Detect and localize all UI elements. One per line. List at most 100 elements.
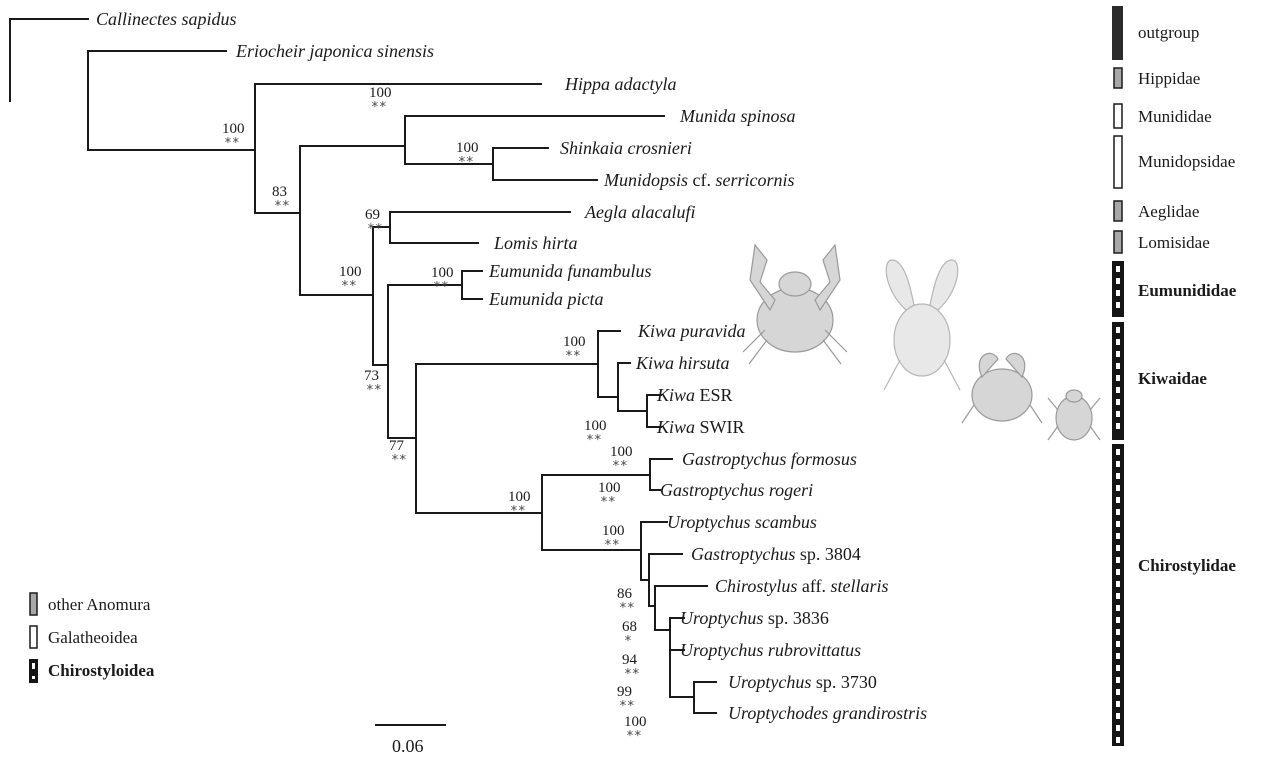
node-support-value: 100 <box>624 714 647 730</box>
taxon-label: Kiwa puravida <box>637 321 746 341</box>
family-label-hippidae: Hippidae <box>1138 69 1200 88</box>
bar-dash <box>1116 423 1120 429</box>
bar-dash <box>1116 737 1120 743</box>
node-support-value: 100 <box>222 121 245 137</box>
node-posterior-stars: ** <box>586 433 602 448</box>
bar-dash <box>1116 266 1120 272</box>
bar-dash <box>1116 701 1120 707</box>
bar-dash <box>1116 581 1120 587</box>
node-posterior-stars: ** <box>600 495 616 510</box>
taxon-label: Shinkaia crosnieri <box>560 138 692 158</box>
node-posterior-stars: ** <box>510 504 526 519</box>
node-posterior-stars: ** <box>433 280 449 295</box>
crab-icon <box>962 353 1042 423</box>
bar-dash <box>1116 399 1120 405</box>
taxon-label: Uroptychus rubrovittatus <box>680 640 861 660</box>
node-support-value: 94 <box>622 652 638 668</box>
node-posterior-stars: ** <box>367 222 383 237</box>
bar-dash <box>1116 569 1120 575</box>
family-bar-munididae <box>1114 104 1122 128</box>
legend-swatch-chirostyloidea <box>29 659 38 683</box>
family-label-lomisidae: Lomisidae <box>1138 233 1210 252</box>
node-support-values: 100**83**100**100**100**69**100**73**77*… <box>222 85 647 744</box>
node-posterior-stars: * <box>624 634 632 649</box>
taxon-label: Uroptychus scambus <box>667 512 817 532</box>
scale-bar-label: 0.06 <box>392 736 424 756</box>
family-bar-munidopsidae <box>1114 136 1122 188</box>
bar-dash <box>1116 617 1120 623</box>
taxon-label: Gastroptychus rogeri <box>660 480 813 500</box>
bar-dash <box>1116 665 1120 671</box>
bar-dash <box>1116 533 1120 539</box>
legend: other Anomura Galatheoidea Chirostyloide… <box>29 593 155 683</box>
family-label-kiwaidae: Kiwaidae <box>1138 369 1207 388</box>
node-support-value: 100 <box>508 489 531 505</box>
node-support-value: 86 <box>617 586 633 602</box>
bar-dash <box>1116 509 1120 515</box>
squat-lobster-icon <box>743 245 847 364</box>
bar-dash <box>1116 411 1120 417</box>
bar-dash <box>1116 689 1120 695</box>
node-support-value: 99 <box>617 684 632 700</box>
node-support-value: 83 <box>272 184 287 200</box>
bar-dash <box>1116 290 1120 296</box>
taxon-label: Eumunida picta <box>488 289 604 309</box>
legend-label-galatheoidea: Galatheoidea <box>48 628 138 647</box>
taxon-label: Callinectes sapidus <box>96 9 237 29</box>
family-bar-aeglidae <box>1114 201 1122 221</box>
bar-dash <box>1116 557 1120 563</box>
node-posterior-stars: ** <box>612 459 628 474</box>
taxon-label: Eumunida funambulus <box>488 261 652 281</box>
bar-dash <box>1116 449 1120 455</box>
legend-label-other-anomura: other Anomura <box>48 595 151 614</box>
node-posterior-stars: ** <box>604 538 620 553</box>
bar-dash <box>1116 593 1120 599</box>
yeti-crab-icon <box>884 260 960 390</box>
taxon-label: Eriocheir japonica sinensis <box>235 41 434 61</box>
bar-dash <box>1116 521 1120 527</box>
bar-dash <box>1116 677 1120 683</box>
bar-dash <box>1116 461 1120 467</box>
taxon-label: Aegla alacalufi <box>584 202 695 222</box>
legend-swatch-other-anomura <box>30 593 37 615</box>
family-label-outgroup: outgroup <box>1138 23 1199 42</box>
node-posterior-stars: ** <box>341 279 357 294</box>
taxon-label: Munidopsis cf. serricornis <box>603 170 795 190</box>
taxon-label: Gastroptychus sp. 3804 <box>691 544 861 564</box>
node-support-value: 100 <box>431 265 454 281</box>
bar-dash <box>1116 339 1120 345</box>
node-support-value: 73 <box>364 368 379 384</box>
bar-dash <box>1116 725 1120 731</box>
node-posterior-stars: ** <box>458 155 474 170</box>
bar-dash <box>1116 327 1120 333</box>
node-posterior-stars: ** <box>624 667 640 682</box>
node-support-value: 77 <box>389 438 405 454</box>
taxon-label: Kiwa SWIR <box>656 417 745 437</box>
bar-dash <box>1116 629 1120 635</box>
bar-dash <box>1116 713 1120 719</box>
node-posterior-stars: ** <box>366 383 382 398</box>
small-crab-icon <box>1048 390 1100 440</box>
bar-dash <box>1116 363 1120 369</box>
node-support-value: 100 <box>369 85 392 101</box>
family-label-chirostylidae: Chirostylidae <box>1138 556 1236 575</box>
node-posterior-stars: ** <box>565 349 581 364</box>
bar-dash <box>1116 545 1120 551</box>
node-posterior-stars: ** <box>619 601 635 616</box>
taxon-label: Chirostylus aff. stellaris <box>715 576 889 596</box>
legend-swatch-galatheoidea <box>30 626 37 648</box>
bar-dash <box>1116 351 1120 357</box>
scale-bar: 0.06 <box>376 725 445 756</box>
bar-dash <box>1116 653 1120 659</box>
taxon-label: Hippa adactyla <box>564 74 676 94</box>
bar-dash <box>1116 485 1120 491</box>
bar-dash <box>1116 605 1120 611</box>
taxon-label: Gastroptychus formosus <box>682 449 857 469</box>
taxon-label: Munida spinosa <box>679 106 796 126</box>
node-posterior-stars: ** <box>224 136 240 151</box>
node-posterior-stars: ** <box>619 699 635 714</box>
node-support-value: 100 <box>598 480 621 496</box>
node-support-value: 100 <box>563 334 586 350</box>
taxon-label: Kiwa hirsuta <box>635 353 730 373</box>
taxon-label: Uroptychus sp. 3836 <box>680 608 829 628</box>
